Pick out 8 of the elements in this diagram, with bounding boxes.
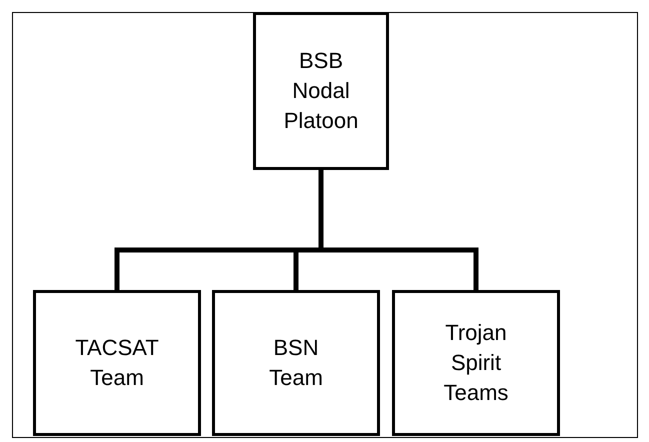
org-box [33,290,201,436]
box-label: TACSAT Team [74,334,160,392]
box-label: BSB Nodal Platoon [282,47,360,135]
org-box [392,290,560,436]
box-label: Trojan Spirit Teams [442,319,510,407]
box-label: BSN Team [268,334,324,392]
org-box [253,12,389,170]
org-box [212,290,380,436]
